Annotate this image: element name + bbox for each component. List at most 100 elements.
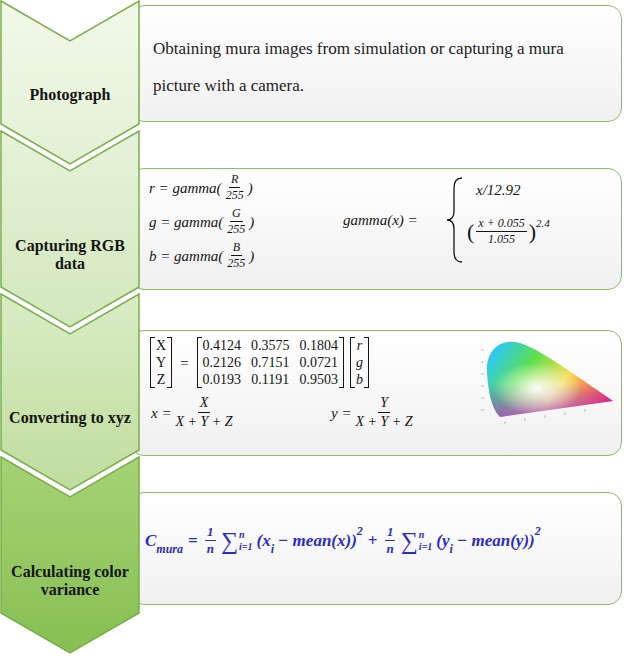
- chevron-outline: [1, 457, 139, 653]
- formula-text: 0.0721: [300, 354, 339, 371]
- formula-part: ni=1: [419, 529, 432, 553]
- formula-part: (x + 0.0551.055)2.4: [467, 217, 550, 246]
- step-label: Converting to xyz: [6, 409, 134, 427]
- formula-text: 0.7151: [251, 354, 290, 371]
- formula-part: XYZ=0.41240.35750.18040.21260.71510.0721…: [147, 337, 372, 388]
- formula-part: − mean(x)): [278, 532, 357, 550]
- formula-part: B: [231, 241, 242, 256]
- formula-text: =: [188, 531, 198, 550]
- chevron-outline: [1, 1, 139, 164]
- formula-text: ): [249, 213, 254, 231]
- formula-text: x =: [151, 404, 172, 422]
- formula-part: 2.4: [536, 214, 550, 232]
- formula-part: x = X X + Y + Z: [151, 395, 237, 430]
- formula-part: X + Y + Z: [174, 413, 235, 430]
- formula-text: 0.3575: [251, 337, 290, 354]
- formula-part: R: [229, 173, 240, 188]
- formula-part: X: [198, 395, 211, 413]
- formula-text: x + 0.055: [478, 216, 524, 230]
- step-label: Photograph: [6, 86, 134, 104]
- formula-part: 1: [205, 525, 216, 541]
- formula-text: gamma(x) =: [343, 211, 418, 229]
- step-label: Calculating color variance: [6, 563, 134, 599]
- formula-text: +: [368, 531, 378, 550]
- chevron-shape: [0, 0, 140, 165]
- formula-text: 0.9503: [300, 371, 339, 388]
- gamut-ticks: [481, 350, 585, 424]
- formula-part: 2: [535, 522, 541, 540]
- content-box: r = gamma(R255)g = gamma(G255)b = gamma(…: [130, 168, 622, 290]
- description-text: Obtaining mura images from simulation or…: [153, 39, 564, 95]
- formula-text: X: [200, 395, 209, 410]
- formula-text: n: [207, 541, 214, 556]
- formula-text: i: [450, 542, 453, 556]
- formula-part: +: [368, 532, 378, 550]
- formula-part: x + 0.0551.055: [476, 217, 526, 246]
- formula-text: 0.2126: [203, 354, 242, 371]
- formula-text: 0.4124: [203, 337, 242, 354]
- formula-part: mura: [156, 540, 183, 558]
- formula-part: b = gamma(B255): [149, 241, 254, 270]
- step-chevron: Capturing RGB data: [0, 130, 140, 328]
- formula-part: X X + Y + Z: [174, 395, 235, 430]
- formula-text: X: [156, 337, 166, 354]
- formula-text: g = gamma(: [149, 213, 223, 231]
- formula-text: y =: [331, 404, 352, 422]
- formula-part: g = gamma( G 255): [149, 207, 254, 236]
- formula-part: (: [467, 220, 474, 244]
- step-chevron: Calculating color variance: [0, 456, 140, 654]
- formula-part: Y: [378, 395, 390, 413]
- chevron-shape: [0, 130, 140, 328]
- formula-part: Cmura=1n∑ni=1(xi− mean(x))2+1n∑ni=1(yi− …: [145, 525, 541, 556]
- formula-text: X + Y + Z: [356, 414, 413, 429]
- formula-text: 255: [226, 188, 244, 202]
- chevron-shape: [0, 293, 140, 491]
- formula-text: ∑: [221, 528, 238, 554]
- formula-part: 255: [225, 222, 247, 236]
- formula-part: 255: [224, 188, 246, 202]
- formula-part: 1n: [205, 525, 216, 556]
- formula-text: x/12.92: [476, 181, 521, 199]
- formula-text: 255: [227, 222, 245, 236]
- formula-text: B: [233, 240, 240, 254]
- formula-part: gamma(x) =: [343, 211, 418, 229]
- formula-part: − mean(y)): [457, 532, 535, 550]
- formula-part: (y: [436, 532, 449, 550]
- step-label: Capturing RGB data: [6, 237, 134, 273]
- formula-text: ): [248, 179, 253, 197]
- chromaticity-diagram: [481, 342, 613, 424]
- formula-part: (x: [257, 532, 271, 550]
- formula-part: R 255: [224, 173, 246, 202]
- formula-part: rgb: [350, 337, 369, 388]
- formula-text: (: [467, 219, 474, 244]
- formula-part: x/12.92: [476, 181, 521, 199]
- formula-part: x + 0.055: [476, 217, 526, 232]
- formula-text: 1: [387, 524, 394, 539]
- step-label-block: Converting to xyz: [6, 409, 134, 427]
- formula-text: 2.4: [536, 217, 550, 229]
- formula-text: n: [419, 529, 432, 541]
- formula-part: ni=1: [239, 529, 252, 553]
- formula-part: G: [230, 207, 243, 222]
- formula-text: G: [232, 206, 241, 220]
- formula-text: 2: [535, 524, 541, 538]
- step-label-block: Photograph: [6, 86, 134, 104]
- formula-text: R: [231, 172, 238, 186]
- formula-text: i: [271, 542, 274, 556]
- formula-part: Obtaining mura images from simulation or…: [153, 30, 601, 104]
- step-label-block: Calculating color variance: [6, 563, 134, 599]
- formula-text: C: [145, 531, 156, 550]
- formula-part: =: [180, 354, 188, 372]
- formula-text: 255: [227, 256, 245, 270]
- formula-part: 2: [357, 522, 363, 540]
- formula-text: ): [249, 247, 254, 265]
- formula-part: i: [450, 540, 453, 558]
- formula-part: =: [188, 532, 198, 550]
- formula-part: ∑: [401, 529, 418, 553]
- formula-part: r = gamma(R255): [149, 173, 253, 202]
- formula-text: b: [356, 371, 363, 388]
- case-brace: [447, 178, 462, 262]
- content-box: Cmura=1n∑ni=1(xi− mean(x))2+1n∑ni=1(yi− …: [130, 492, 622, 605]
- formula-part: 1n: [385, 525, 396, 556]
